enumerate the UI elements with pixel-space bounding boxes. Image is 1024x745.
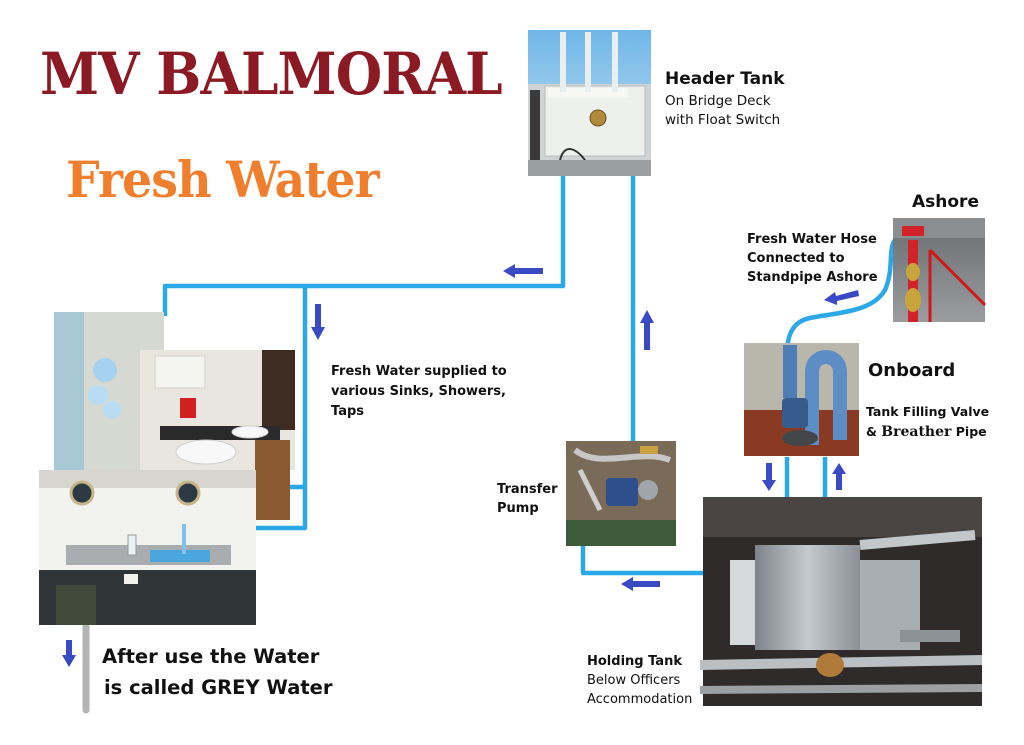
onboard-line2-prefix: & [866,424,881,439]
header-tank-photo [528,30,651,176]
grey-line1: After use the Water [102,645,320,668]
arrow-up-transfer [640,310,654,350]
onboard-line2: & Breather Pipe [866,424,987,440]
holding-line1: Below Officers [587,673,681,688]
tank-filling-valve-photo [744,343,859,456]
ashore-standpipe-photo [893,218,987,322]
grey-line2: is called GREY Water [104,676,333,699]
onboard-title: Onboard [868,360,955,381]
arrow-up-breather [832,463,846,490]
pump-line2: Pump [497,501,539,516]
diagram-labels: Header Tank On Bridge Deck with Float Sw… [102,69,989,707]
arrow-down-supply [311,304,325,340]
arrow-left-holding [621,577,660,591]
page-subtitle: Fresh Water [66,150,380,209]
galley-sinks-photo [39,470,256,625]
fresh-water-pipes [162,176,913,576]
onboard-line2-emph: Breather [881,424,952,440]
holding-to-pump-pipe [580,546,703,576]
transfer-pump-photo [566,441,676,546]
header-tank-line1: On Bridge Deck [665,93,771,109]
header-tank-title: Header Tank [665,69,785,89]
shore-hose [785,229,913,358]
ashore-title: Ashore [912,192,979,212]
hose-line1: Fresh Water Hose [747,232,877,247]
arrow-left-hose [824,290,859,305]
header-tank-line2: with Float Switch [665,112,780,128]
pump-line1: Transfer [497,482,558,497]
arrow-down-valve [762,463,776,491]
header-to-taps-pipe [162,176,566,316]
washroom-photo [54,312,295,520]
supply-line1: Fresh Water supplied to [331,364,507,379]
holding-title: Holding Tank [587,654,682,669]
supply-branch-pipe [255,286,308,531]
holding-line2: Accommodation [587,692,692,707]
hose-line3: Standpipe Ashore [747,270,878,285]
flow-arrows [62,264,859,667]
onboard-line1: Tank Filling Valve [866,404,989,419]
supply-line2: various Sinks, Showers, [331,384,506,399]
hose-line2: Connected to [747,251,845,266]
supply-line3: Taps [331,404,364,419]
holding-tank-photo [699,497,983,706]
onboard-line2-suffix: Pipe [951,424,986,439]
arrow-down-grey [62,640,76,667]
page-title: MV BALMORAL [40,40,503,108]
arrow-left-top [503,264,543,278]
